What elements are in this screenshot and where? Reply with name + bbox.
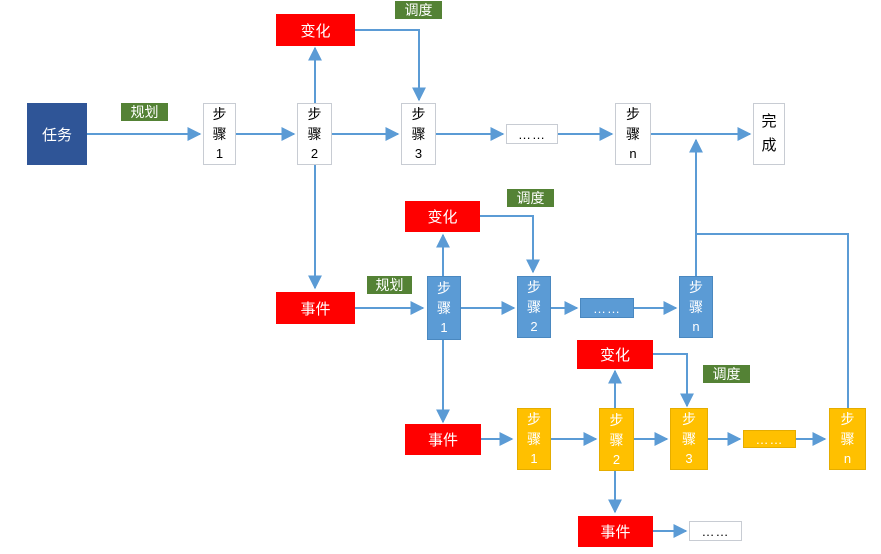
step-char-zhou: 骤 bbox=[307, 126, 322, 142]
step-number: 3 bbox=[414, 146, 423, 161]
schedule-tag-blue: 调度 bbox=[507, 189, 554, 207]
schedule-tag-main: 调度 bbox=[395, 1, 442, 19]
step-char-zhou: 骤 bbox=[840, 431, 855, 447]
yellow-step-n: 步 骤 n bbox=[829, 408, 866, 470]
main-step-n: 步 骤 n bbox=[615, 103, 651, 165]
main-step-2: 步 骤 2 bbox=[297, 103, 332, 165]
main-step-1: 步 骤 1 bbox=[203, 103, 236, 165]
step-char-zhou: 骤 bbox=[609, 431, 624, 448]
step-char-bu: 步 bbox=[682, 411, 696, 427]
step-char-zhou: 骤 bbox=[437, 300, 451, 316]
yellow-ellipsis: …… bbox=[743, 430, 796, 448]
step-char-zhou: 骤 bbox=[527, 299, 541, 315]
change-node-yellow: 变化 bbox=[577, 340, 653, 369]
change-node-main: 变化 bbox=[276, 14, 355, 46]
step-number: 1 bbox=[215, 146, 224, 161]
task-node: 任务 bbox=[27, 103, 87, 165]
step-char-bu: 步 bbox=[307, 106, 322, 122]
step-number: n bbox=[843, 451, 852, 466]
step-number: 3 bbox=[685, 451, 693, 466]
step-char-zhou: 骤 bbox=[411, 126, 426, 142]
schedule-tag-yellow: 调度 bbox=[703, 365, 750, 383]
step-char-zhou: 骤 bbox=[626, 126, 640, 142]
yellow-step-2: 步 骤 2 bbox=[599, 408, 634, 471]
step-char-bu: 步 bbox=[437, 280, 451, 296]
step-number: n bbox=[629, 146, 637, 161]
bottom-ellipsis: …… bbox=[689, 521, 742, 541]
step-char-bu: 步 bbox=[411, 106, 426, 122]
yellow-step-3: 步 骤 3 bbox=[670, 408, 708, 470]
blue-step-1: 步 骤 1 bbox=[427, 276, 461, 340]
event-node-1: 事件 bbox=[276, 292, 355, 324]
plan-tag-blue: 规划 bbox=[367, 276, 412, 294]
step-number: 2 bbox=[612, 451, 621, 467]
yellow-step-1: 步 骤 1 bbox=[517, 408, 551, 470]
step-char-zhou: 骤 bbox=[682, 431, 696, 447]
main-step-3: 步 骤 3 bbox=[401, 103, 436, 165]
step-char-zhou: 骤 bbox=[212, 126, 227, 142]
arrow-yellown-to-done bbox=[696, 233, 849, 408]
step-char-bu: 步 bbox=[689, 279, 703, 295]
blue-step-n: 步 骤 n bbox=[679, 276, 713, 338]
done-char-2: 成 bbox=[761, 137, 777, 154]
change-node-blue: 变化 bbox=[405, 201, 480, 232]
arrow-change-to-blue2 bbox=[480, 215, 540, 274]
step-char-bu: 步 bbox=[212, 106, 227, 122]
plan-tag-main: 规划 bbox=[121, 103, 168, 121]
step-number: 2 bbox=[530, 319, 538, 334]
arrow-change-to-step3 bbox=[355, 29, 426, 102]
step-char-bu: 步 bbox=[527, 279, 541, 295]
step-char-bu: 步 bbox=[626, 106, 640, 122]
step-number: 2 bbox=[310, 146, 319, 161]
event-node-3: 事件 bbox=[578, 516, 653, 547]
arrow-change-to-yellow3 bbox=[653, 353, 694, 408]
step-char-zhou: 骤 bbox=[689, 299, 703, 315]
step-char-bu: 步 bbox=[840, 411, 855, 427]
step-char-zhou: 骤 bbox=[527, 431, 541, 447]
event-node-2: 事件 bbox=[405, 424, 481, 455]
done-node: 完 成 bbox=[753, 103, 785, 165]
main-ellipsis: …… bbox=[506, 124, 558, 144]
step-number: 1 bbox=[440, 320, 448, 335]
step-char-bu: 步 bbox=[609, 411, 624, 428]
blue-ellipsis: …… bbox=[580, 298, 634, 318]
blue-step-2: 步 骤 2 bbox=[517, 276, 551, 338]
step-number: 1 bbox=[530, 451, 538, 466]
step-char-bu: 步 bbox=[527, 411, 541, 427]
done-char-1: 完 bbox=[761, 113, 777, 130]
step-number: n bbox=[692, 319, 700, 334]
